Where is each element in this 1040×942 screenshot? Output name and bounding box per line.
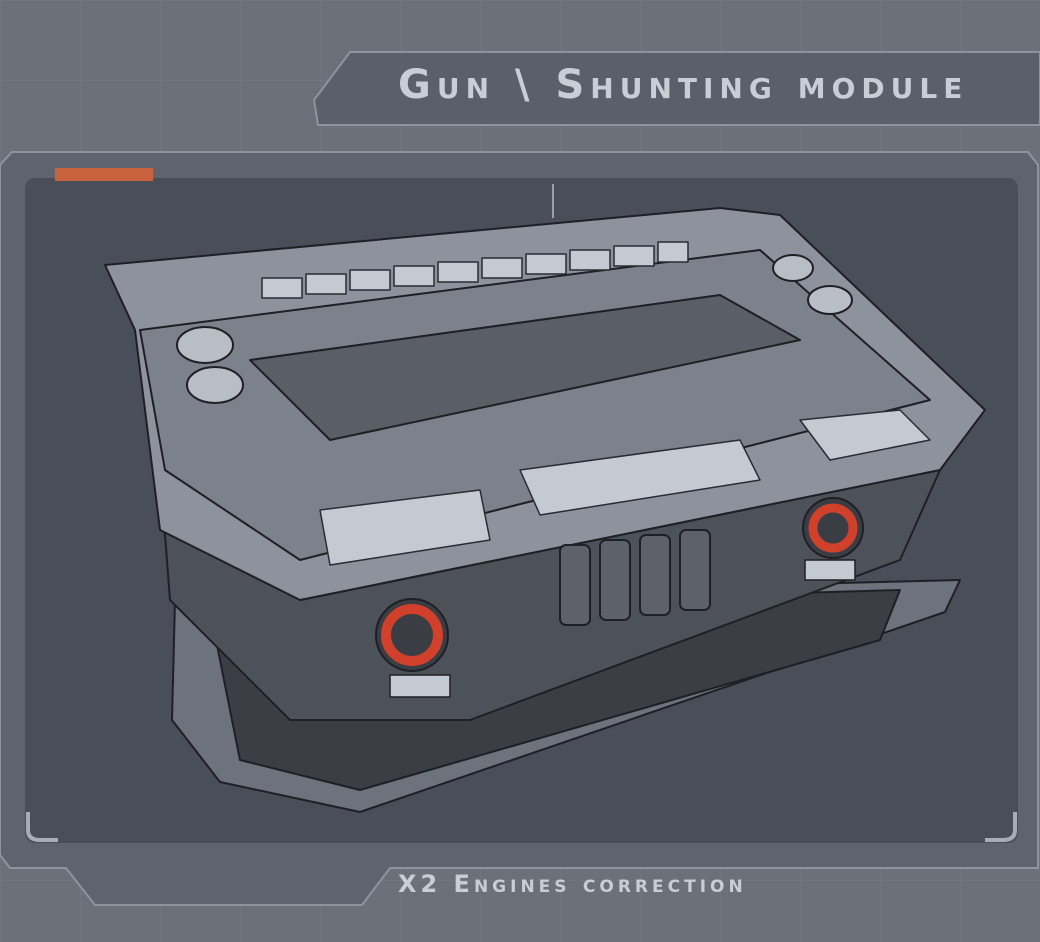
- corner-bracket-left: [26, 812, 58, 842]
- footer-caption: X2 Engines correction: [398, 870, 747, 898]
- corner-bracket-right: [985, 812, 1017, 842]
- title-panel: [312, 51, 1040, 126]
- page-title: Gun \ Shunting module: [398, 62, 969, 108]
- accent-bar: [55, 168, 153, 181]
- shunting-module-illustration: [104, 207, 986, 813]
